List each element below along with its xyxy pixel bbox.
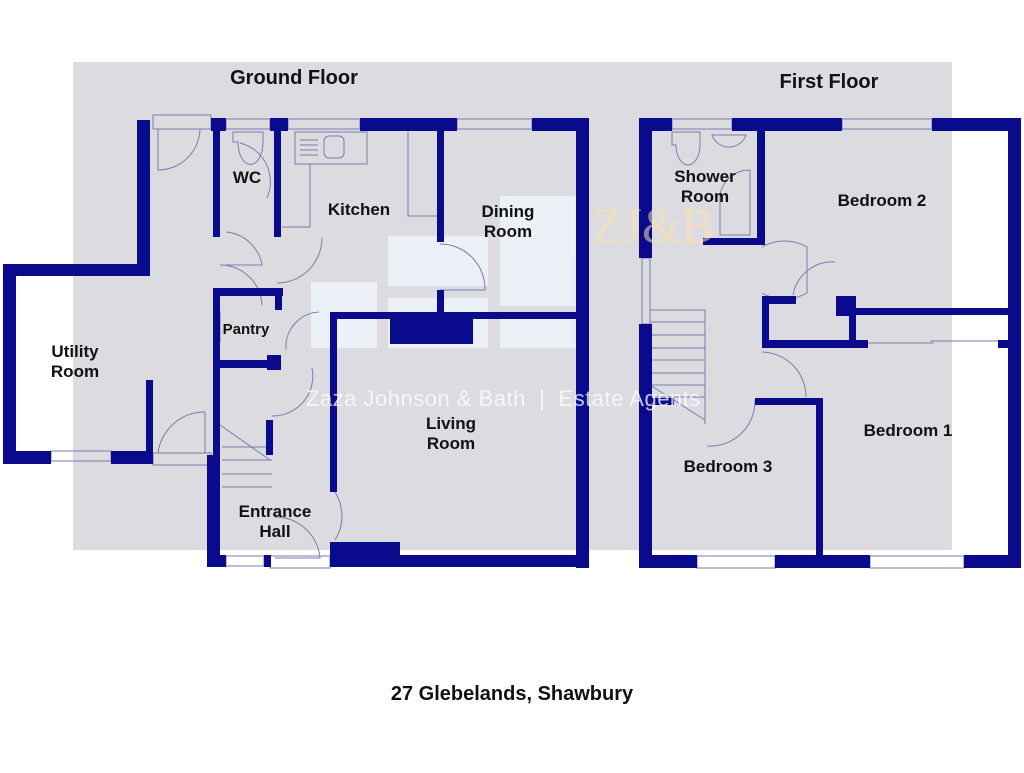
- property-address: 27 Glebelands, Shawbury: [390, 683, 634, 705]
- watermark-logo: ZJ&B: [592, 197, 715, 253]
- room-label-pantry: Pantry: [222, 321, 270, 338]
- room-label-shower-room: Shower Room: [674, 167, 736, 206]
- ground-floor-title: Ground Floor: [230, 67, 358, 89]
- room-label-kitchen: Kitchen: [327, 200, 391, 219]
- room-label-living-room: Living Room: [425, 414, 477, 453]
- walls: [3, 118, 1021, 568]
- room-label-bedroom-3: Bedroom 3: [683, 457, 773, 476]
- room-label-bedroom-1: Bedroom 1: [863, 421, 953, 440]
- watermark-text: Zaza Johnson & Bath | Estate Agents: [306, 386, 701, 411]
- first-floor-title: First Floor: [779, 71, 879, 93]
- room-label-bedroom-2: Bedroom 2: [837, 191, 927, 210]
- room-label-entrance-hall: Entrance Hall: [238, 502, 312, 541]
- room-label-dining-room: Dining Room: [481, 202, 535, 241]
- room-label-utility-room: Utility Room: [50, 342, 100, 381]
- room-label-wc: WC: [232, 168, 262, 187]
